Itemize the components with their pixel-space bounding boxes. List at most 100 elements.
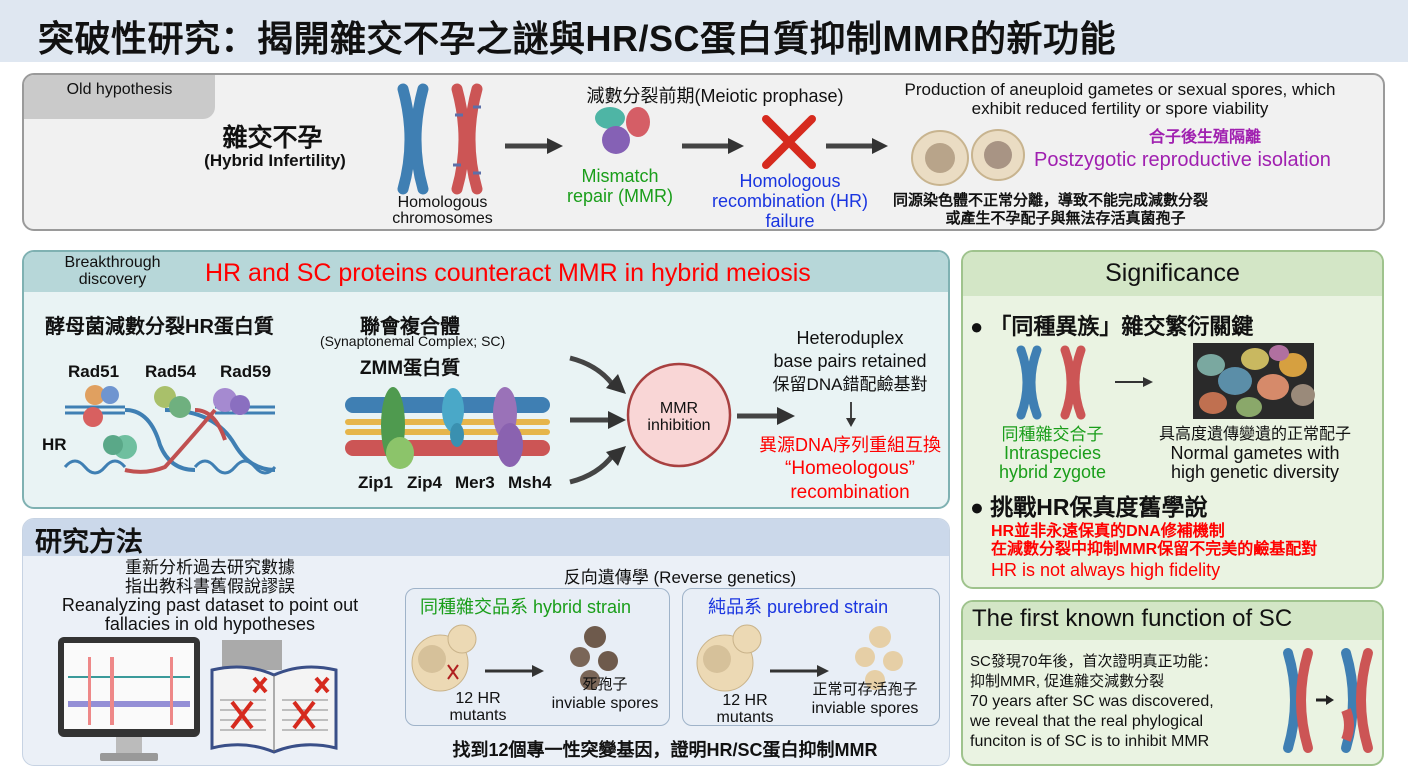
breakthrough-header (24, 252, 948, 292)
fidelity-line-2: 在減數分裂中抑制MMR保留不完美的鹼基配對 (991, 541, 1318, 558)
sc-function-zh-2: 抑制MMR, 促進雜交減數分裂 (970, 673, 1165, 690)
data-monitor-icon (58, 637, 200, 761)
homologous-chromosomes-icon (397, 83, 483, 195)
meiotic-prophase-label: 減數分裂前期(Meiotic prophase) (586, 86, 844, 106)
hybrid-infertility-zh: 雜交不孕 (222, 124, 323, 152)
hybrid-strain-zh: 同種雜交品系 (420, 597, 528, 617)
hybrid-spores-en: inviable spores (551, 695, 659, 712)
hybrid-chromosomes-icon (1016, 345, 1086, 420)
sc-function-header (963, 602, 1382, 640)
hr-proteins-title: 酵母菌減數分裂HR蛋白質 (45, 316, 274, 338)
aneuploid-spores-icon (911, 129, 1025, 186)
purebred-spores-en: inviable spores (811, 700, 919, 717)
homeologous-zh: 異源DNA序列重組互換 (758, 435, 941, 455)
gametes-zh: 具高度遺傳變遺的正常配子 (1158, 426, 1351, 443)
homeologous-en-1: “Homeologous” (785, 458, 915, 479)
hr-failure-label: Homologous recombination (HR) failure (711, 171, 869, 231)
failure-x-icon (762, 115, 816, 169)
isolation-en: Postzygotic reproductive isolation (1034, 149, 1331, 171)
significance-bullet-2: ● 挑戰HR保真度舊學說 (970, 494, 1208, 520)
methods-conclusion: 找到12個專一性突變基因，證明HR/SC蛋白抑制MMR (452, 740, 878, 760)
outcome-zh-2: 或產生不孕配子與無法存活真菌孢子 (945, 210, 1186, 227)
hybrid-yeast-mutant-icon (411, 624, 618, 692)
arrow-right-icon (826, 138, 888, 154)
title-band (0, 0, 1408, 62)
purebred-strain-en: purebred strain (767, 597, 889, 617)
breakthrough-headline: HR and SC proteins counteract MMR in hyb… (205, 259, 811, 287)
fidelity-line-1: HR並非永遠保真的DNA修補機制 (991, 523, 1225, 540)
bullet-2-text: 挑戰HR保真度舊學說 (990, 494, 1208, 520)
sc-function-en-3: funciton is of SC is to inhibit MMR (970, 733, 1210, 750)
sc-function-en-1: 70 years after SC was discovered, (970, 693, 1214, 710)
arrow-right-icon (1115, 377, 1153, 387)
arrow-right-icon (682, 138, 744, 154)
converging-arrows-icon (569, 355, 626, 485)
hr-label: HR (42, 435, 67, 454)
purebred-spores-zh: 正常可存活孢子 (812, 681, 918, 698)
methods-header (23, 519, 949, 556)
mmr-protein-icon (595, 107, 650, 154)
methods-title: 研究方法 (35, 527, 143, 557)
purebred-yeast-mutant-icon (696, 624, 903, 692)
protein-msh4: Msh4 (508, 473, 552, 492)
reanalysis-zh-2: 指出教科書舊假說謬誤 (125, 577, 295, 596)
heteroduplex-en-1: Heteroduplex (796, 328, 904, 348)
sc-function-en-2: we reveal that the real phylogical (970, 713, 1204, 730)
arrow-down-icon (846, 402, 856, 427)
fidelity-line-3: HR is not always high fidelity (991, 560, 1221, 580)
zmm-title: ZMM蛋白質 (359, 358, 461, 379)
significance-panel (961, 250, 1384, 589)
sc-function-panel (961, 600, 1384, 766)
sc-title-zh: 聯會複合體 (360, 316, 460, 338)
breakthrough-tab: Breakthrough discovery (64, 254, 161, 288)
reanalysis-en-1: Reanalyzing past dataset to point out (61, 595, 359, 615)
homologous-chromosomes-label: Homologous chromosomes (392, 194, 493, 227)
sc-function-zh-1: SC發現70年後，首次證明真正功能： (970, 653, 1218, 670)
mmr-inhibition-label: MMR inhibition (647, 400, 711, 434)
protein-zip4: Zip4 (407, 473, 442, 492)
outcome-zh-1: 同源染色體不正常分離，導致不能完成減數分裂 (893, 192, 1209, 209)
significance-bullet-1: ● 「同種異族」雜交繁衍關鍵 (970, 314, 1254, 339)
protein-mer3: Mer3 (455, 473, 495, 492)
sc-title-en: (Synaptonemal Complex; SC) (320, 333, 506, 349)
significance-header (963, 252, 1382, 296)
hybrid-strain-title: 同種雜交品系 hybrid strain (420, 593, 631, 619)
zygote-en-2: hybrid zygote (998, 462, 1107, 482)
significance-title: Significance (1105, 259, 1240, 287)
arrow-right-icon (505, 138, 563, 154)
diverse-spores-photo (1193, 343, 1315, 419)
protein-rad54: Rad54 (145, 362, 197, 381)
arrow-right-icon (737, 407, 795, 425)
old-hypothesis-tab: Old hypothesis (24, 75, 215, 119)
bullet-1-text: 「同種異族」雜交繁衍關鍵 (989, 314, 1254, 339)
protein-rad51: Rad51 (68, 362, 120, 381)
mmr-inhibition-circle (626, 362, 732, 468)
gametes-en-2: high genetic diversity (1170, 462, 1340, 482)
hybrid-mutants-label: 12 HR mutants (449, 690, 507, 724)
outcome-en: Production of aneuploid gametes or sexua… (904, 80, 1336, 118)
old-hypothesis-panel: Old hypothesis (22, 73, 1385, 231)
homeologous-en-2: recombination (790, 482, 910, 503)
hr-dna-diagram-icon (63, 385, 277, 475)
mmr-label: Mismatch repair (MMR) (567, 166, 673, 206)
recombined-chromosomes-icon (1283, 648, 1373, 753)
purebred-strain-title: 純品系 purebred strain (708, 593, 888, 619)
heteroduplex-zh: 保留DNA錯配鹼基對 (772, 375, 928, 394)
protein-rad59: Rad59 (220, 362, 272, 381)
hybrid-infertility-en: (Hybrid Infertility) (204, 151, 346, 170)
isolation-zh: 合子後生殖隔離 (1148, 129, 1261, 146)
hybrid-spores-zh: 死孢子 (582, 676, 628, 693)
purebred-mutants-label: 12 HR mutants (716, 692, 774, 726)
page-title: 突破性研究：揭開雜交不孕之謎與HR/SC蛋白質抑制MMR的新功能 (38, 18, 1116, 59)
heteroduplex-en-2: base pairs retained (773, 351, 927, 371)
hybrid-strain-en: hybrid strain (533, 597, 632, 617)
sc-function-title: The first known function of SC (972, 605, 1293, 632)
gametes-en-1: Normal gametes with (1170, 443, 1340, 463)
protein-zip1: Zip1 (358, 473, 393, 492)
reverse-genetics-label: 反向遺傳學 (Reverse genetics) (563, 568, 797, 587)
old-textbook-icon (210, 640, 338, 754)
reanalysis-zh-1: 重新分析過去研究數據 (125, 558, 295, 577)
zygote-zh: 同種雜交合子 (1001, 425, 1104, 444)
synaptonemal-complex-icon (345, 387, 550, 469)
reanalysis-en-2: fallacies in old hypotheses (104, 614, 316, 634)
